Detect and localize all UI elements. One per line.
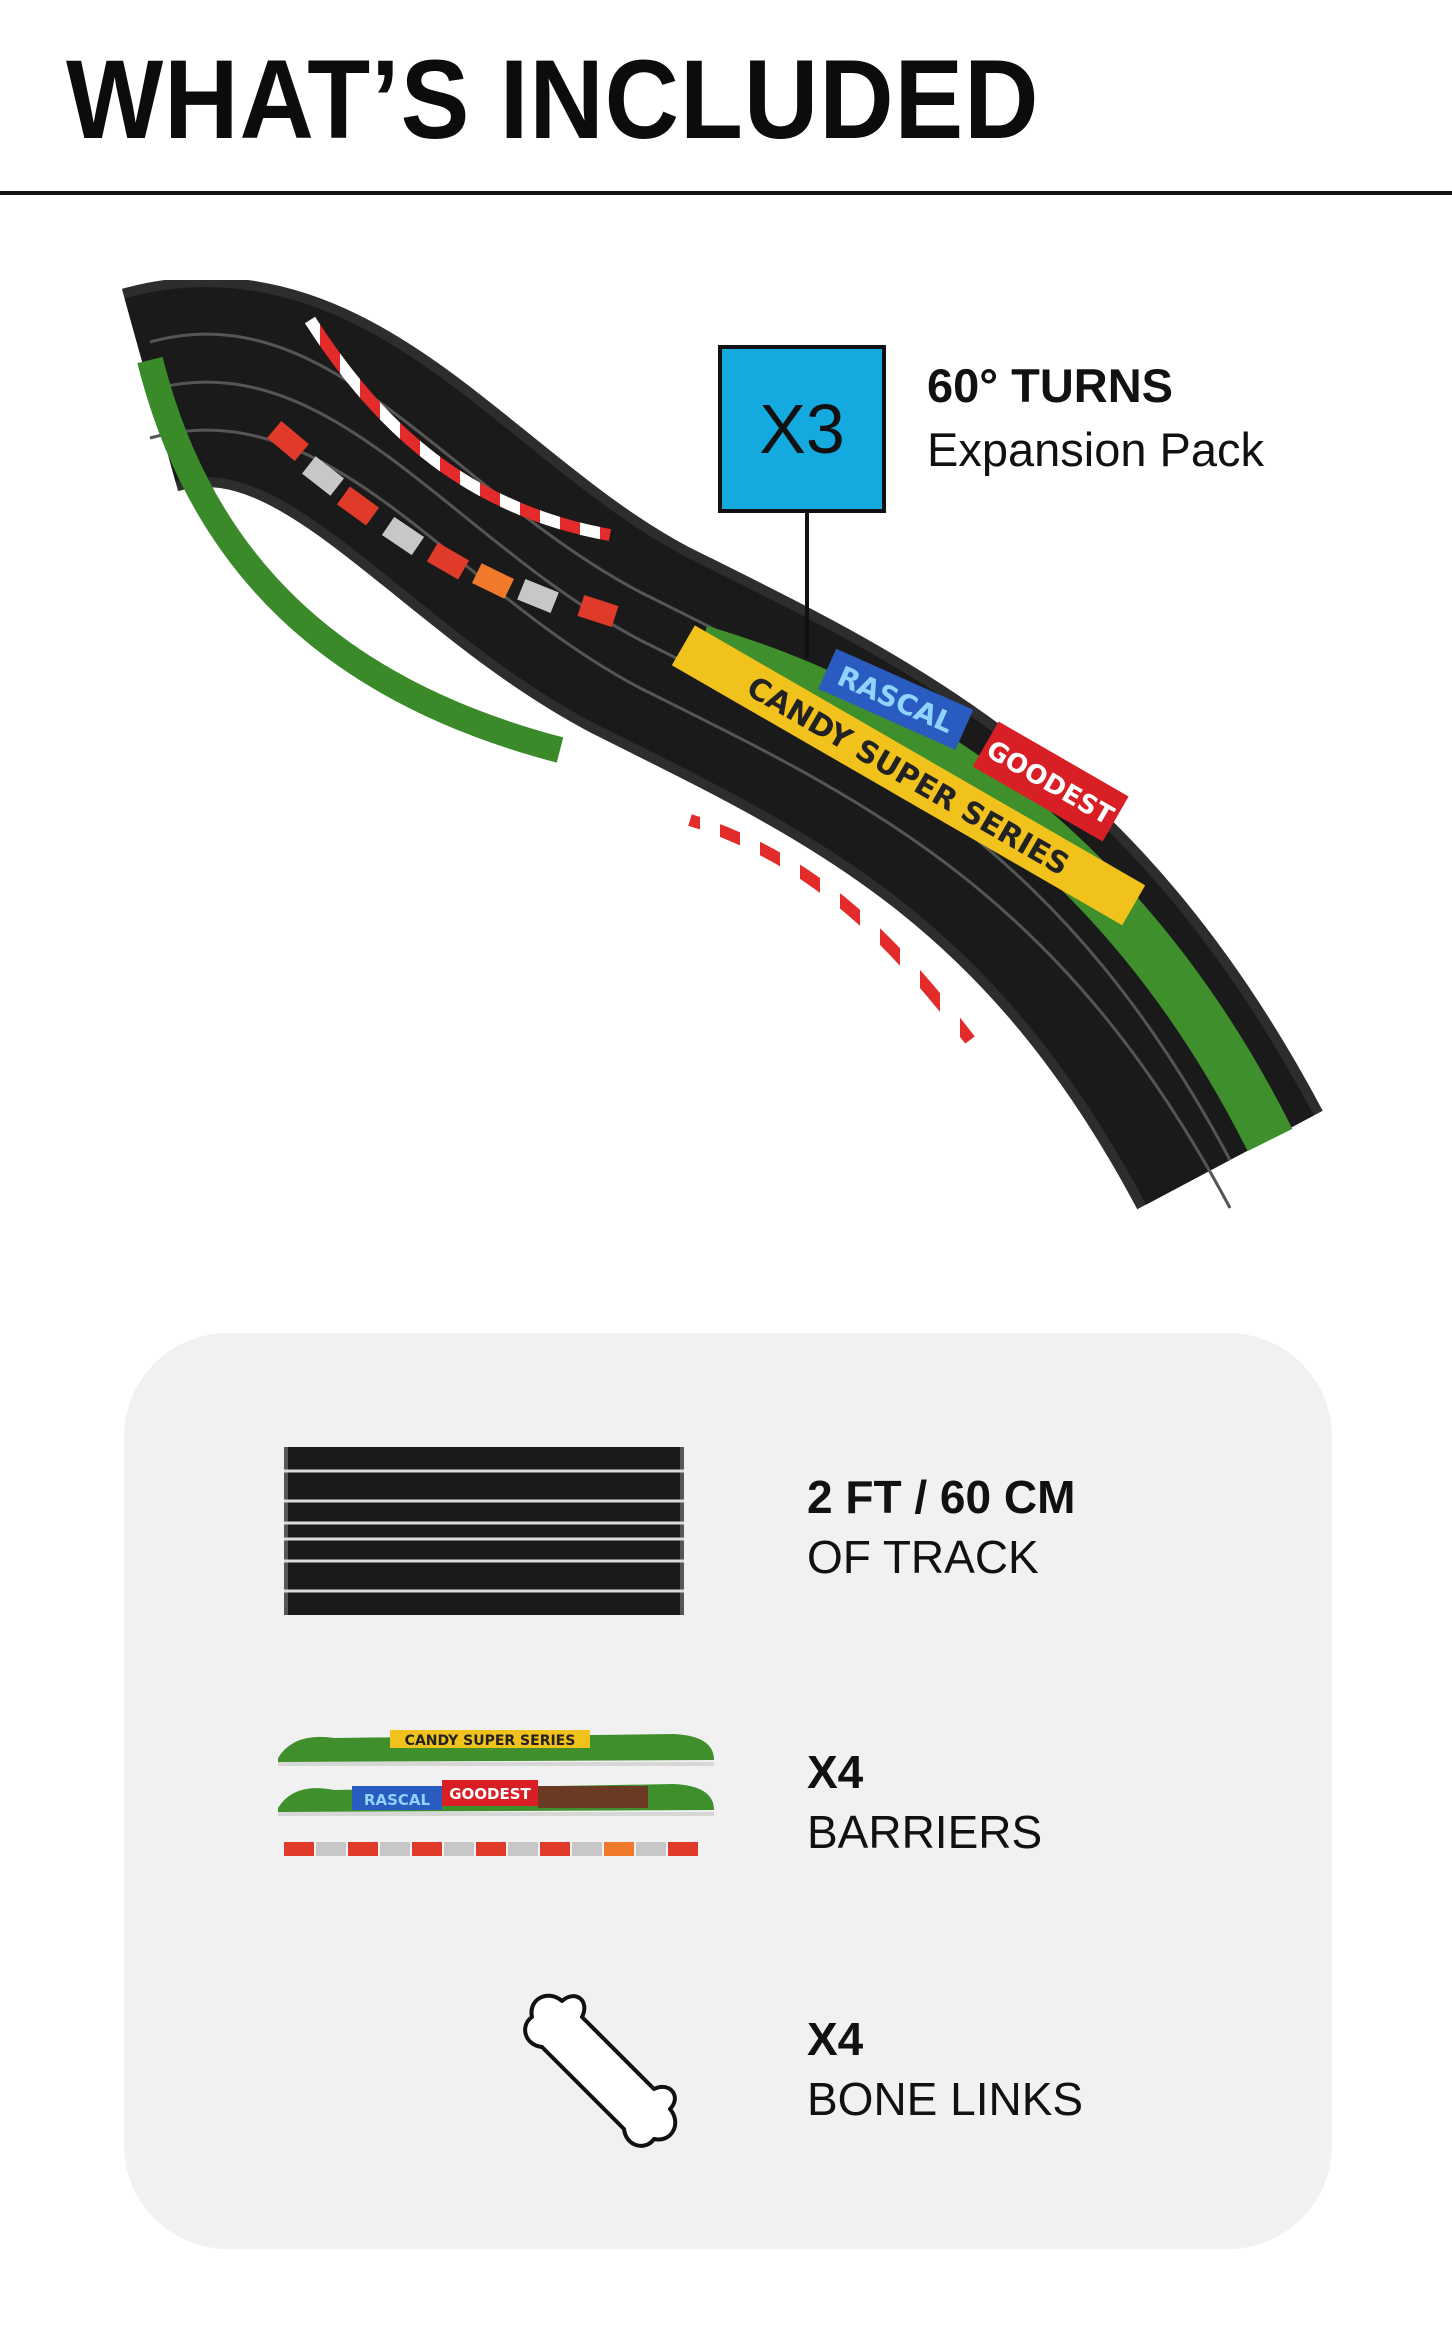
page-title: WHAT’S INCLUDED [66, 37, 1040, 162]
barriers-icon: CANDY SUPER SERIES RASCAL GOODEST [278, 1730, 714, 1856]
segmented-barrier-upper [267, 421, 619, 628]
track-length: 2 FT / 60 CM [807, 1471, 1076, 1523]
quantity-badge: X3 [718, 345, 886, 513]
product-title: 60° TURNS [927, 359, 1174, 412]
bone-links-count: X4 [807, 2013, 864, 2065]
straight-track-icon [284, 1447, 684, 1615]
barriers-count: X4 [807, 1746, 864, 1798]
lane-line [149, 380, 1232, 1161]
track-length-label: OF TRACK [807, 1531, 1039, 1583]
bone-link-icon [523, 1993, 678, 2148]
kerb-upper [304, 316, 612, 541]
barrier-segmented [284, 1842, 698, 1856]
svg-text:CANDY SUPER SERIES: CANDY SUPER SERIES [405, 1733, 576, 1749]
svg-text:GOODEST: GOODEST [449, 1785, 531, 1803]
barrier-candy: CANDY SUPER SERIES [278, 1730, 714, 1766]
jungle-barrier-left [137, 356, 564, 763]
svg-text:RASCAL: RASCAL [364, 1791, 431, 1809]
curved-track-illustration: CANDY SUPER SERIES RASCAL GOODEST [122, 280, 1323, 1210]
kerb-lower [688, 814, 975, 1044]
bone-links-label: BONE LINKS [807, 2073, 1084, 2125]
barriers-label: BARRIERS [807, 1806, 1043, 1858]
callout-line [805, 513, 809, 658]
product-subtitle: Expansion Pack [927, 423, 1265, 476]
header-divider [0, 191, 1452, 195]
barrier-rascal-goodest: RASCAL GOODEST [278, 1780, 714, 1816]
